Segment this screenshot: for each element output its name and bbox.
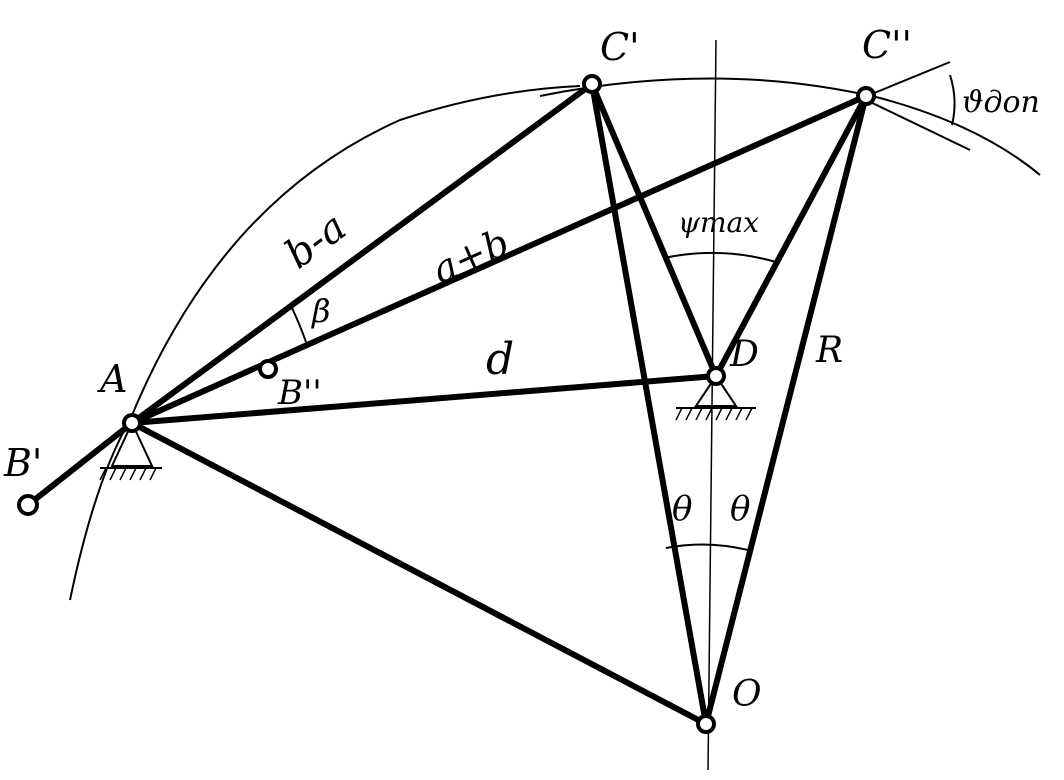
angle-arc-theta [665,543,749,551]
angle-arc-beta [291,307,307,343]
link-a-c2 [129,93,869,426]
arc-a-circle [69,85,581,601]
arc-c-circle [539,77,1041,176]
link-a-o [129,420,709,727]
label-psi-max: ψmax [678,206,759,239]
joint-b2 [258,359,278,379]
joint-a [122,413,142,433]
angle-arc-psi-max [663,251,777,263]
joint-b1 [17,494,39,516]
ground-support-d [675,374,756,421]
label-d: d [486,334,514,385]
tangent-line [861,97,971,151]
label-r: R [815,330,843,371]
label-point-b2: B'' [277,373,322,413]
label-point-c2: C'' [862,23,912,67]
link-a-c1 [129,81,595,426]
label-a-plus-b: a+b [426,220,516,292]
label-point-d: D [729,334,759,375]
label-point-o: O [732,674,762,715]
tangent-line-2 [861,61,951,99]
link-c2-d [713,93,869,379]
label-point-c1: C' [600,25,640,69]
angle-arc-theta-dop [949,74,956,126]
joint-d [706,366,726,386]
joint-o [696,714,716,734]
link-c1-o [589,81,709,727]
label-theta-left: θ [672,489,692,529]
joint-c2 [856,86,876,106]
label-point-b1: B' [3,441,42,485]
link-c2-o [703,93,869,727]
label-beta: β [311,292,331,330]
label-theta-right: θ [730,489,750,529]
link-c1-d [589,81,719,379]
label-point-a: A [97,357,127,401]
joint-c1 [582,74,602,94]
label-theta-dop: ϑдоп [962,85,1040,120]
link-a-d [129,373,719,426]
ground-support-a [99,420,162,481]
link-b1-a [25,420,135,508]
